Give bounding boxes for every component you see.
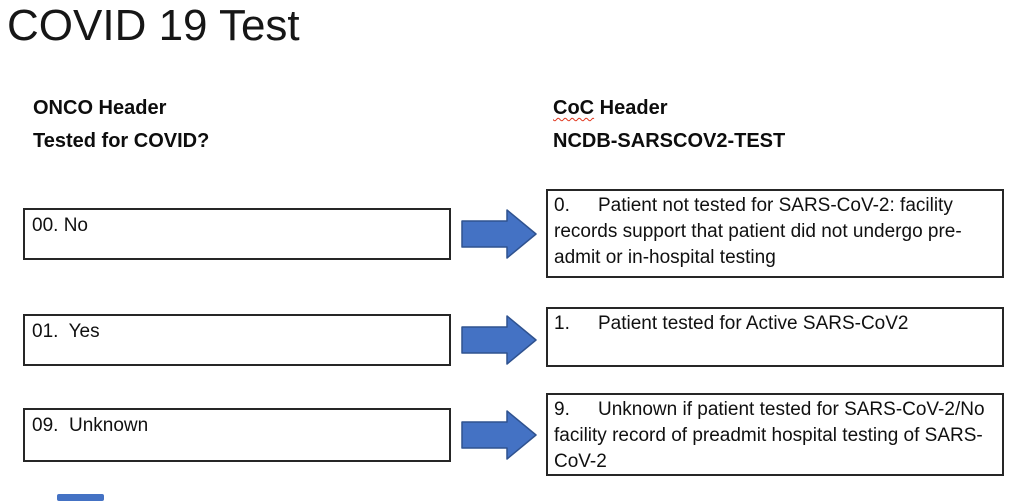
- onco-value-box-unknown: 09. Unknown: [23, 408, 451, 462]
- coc-value-number: 0.: [554, 195, 570, 216]
- coc-value-box-1: 1. Patient tested for Active SARS-CoV2: [546, 307, 1004, 367]
- ncdb-header-label: NCDB-SARSCOV2-TEST: [553, 130, 786, 152]
- coc-header-rest: Header: [594, 97, 668, 119]
- coc-value-text: Unknown if patient tested for SARS-CoV-2…: [554, 399, 985, 472]
- coc-header-label: CoC Header: [553, 92, 785, 125]
- onco-header-label: ONCO Header: [33, 97, 167, 119]
- onco-value-label: 01. Yes: [32, 321, 100, 342]
- coc-value-text: Patient tested for Active SARS-CoV2: [598, 313, 909, 334]
- page-title: COVID 19 Test: [7, 1, 300, 50]
- right-arrow-icon: [461, 410, 537, 460]
- coc-value-number: 9.: [554, 399, 570, 420]
- coc-value-number: 1.: [554, 313, 570, 334]
- onco-value-label: 00. No: [32, 215, 88, 236]
- onco-value-box-no: 00. No: [23, 208, 451, 260]
- coc-value-box-0: 0.Patient not tested for SARS-CoV-2: fac…: [546, 189, 1004, 278]
- coc-header: CoC Header NCDB-SARSCOV2-TEST: [553, 92, 785, 158]
- onco-value-label: 09. Unknown: [32, 415, 149, 436]
- coc-value-text: Patient not tested for SARS-CoV-2: facil…: [554, 195, 962, 268]
- right-arrow-icon: [461, 315, 537, 365]
- slide-accent-bar: [57, 494, 104, 501]
- coc-word-misspelled: CoC: [553, 97, 595, 119]
- coc-value-box-9: 9.Unknown if patient tested for SARS-CoV…: [546, 393, 1004, 476]
- onco-value-box-yes: 01. Yes: [23, 314, 451, 366]
- onco-header: ONCO Header Tested for COVID?: [33, 92, 209, 158]
- right-arrow-icon: [461, 209, 537, 259]
- onco-header-question: Tested for COVID?: [33, 130, 210, 152]
